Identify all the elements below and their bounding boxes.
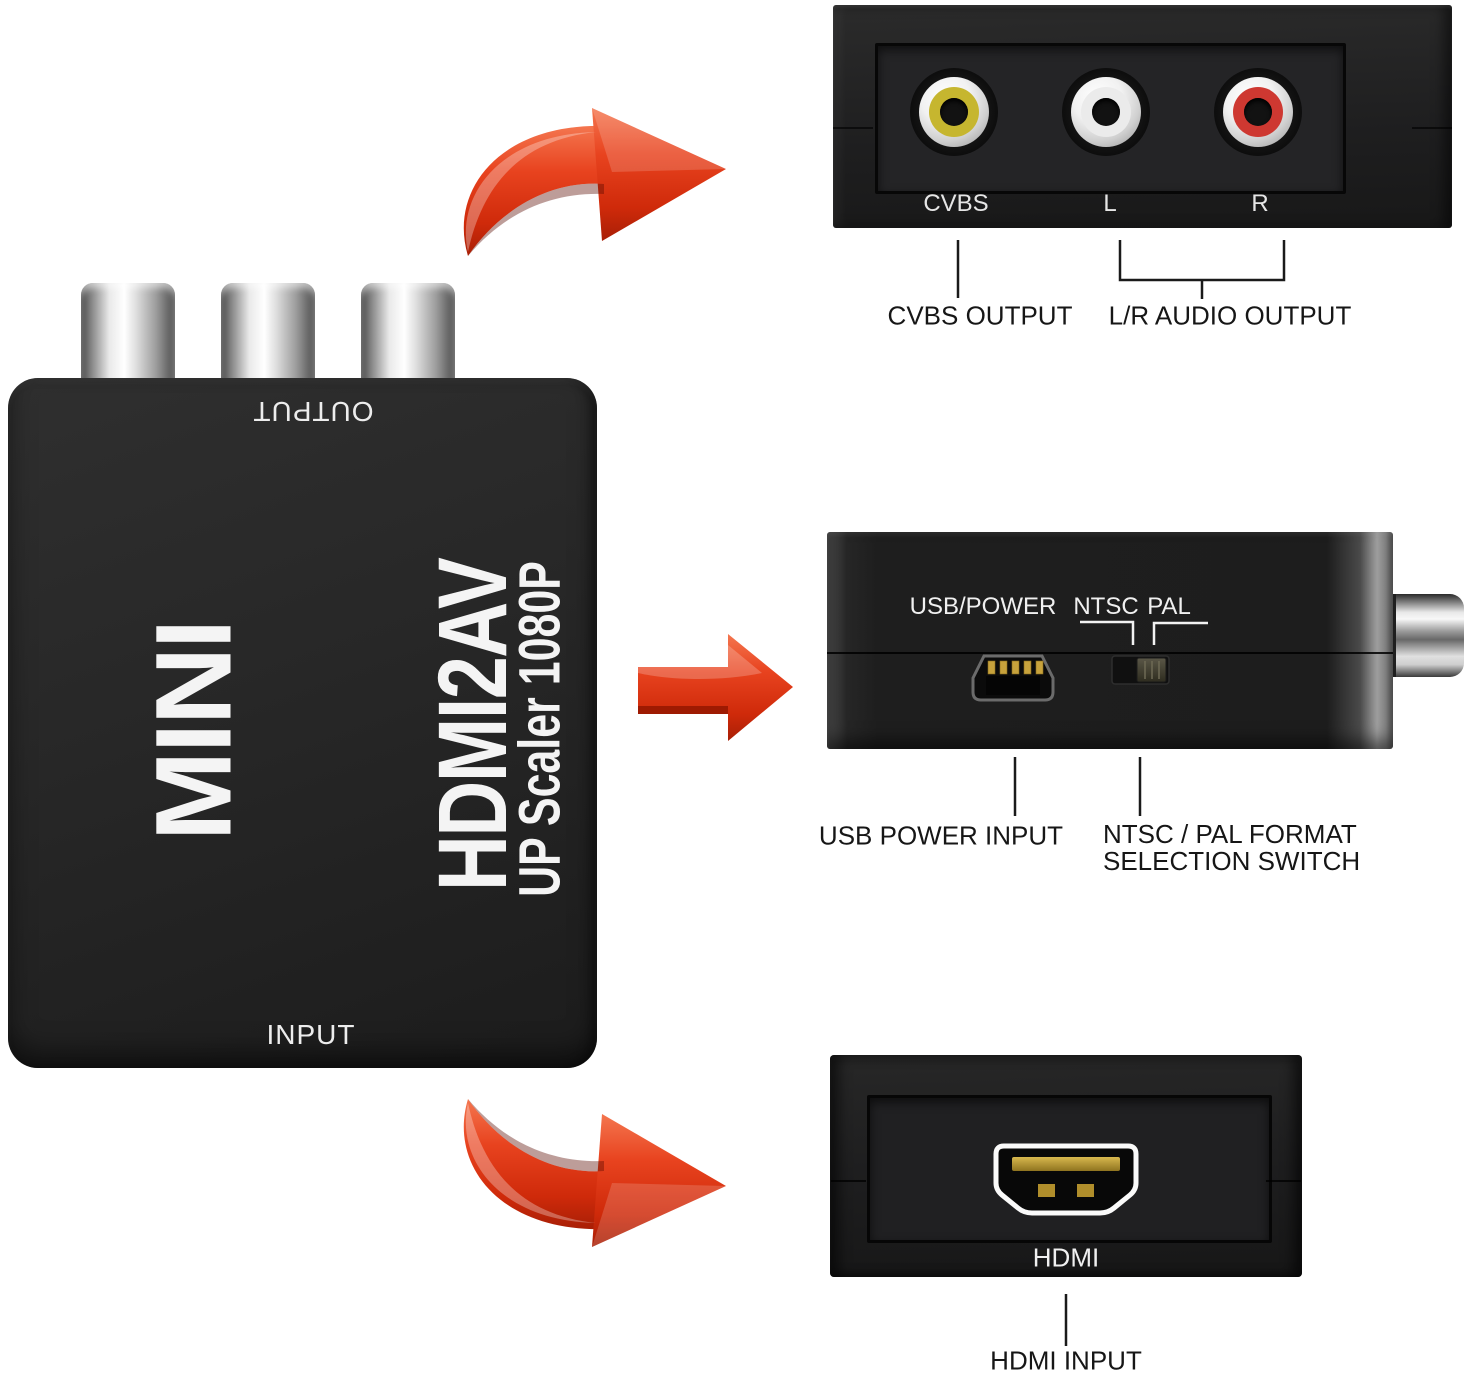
hdmi-port-icon [993, 1143, 1139, 1216]
format-switch-icon [1111, 655, 1170, 685]
callout-ntsc-pal-line1: NTSC / PAL FORMAT [1103, 819, 1357, 849]
rca-jack-hole [1092, 98, 1120, 126]
callout-usb-power-input: USB POWER INPUT [818, 820, 1064, 851]
hdmi-contact-pad [1077, 1184, 1094, 1197]
mini-usb-port-icon [971, 654, 1055, 702]
callout-bracket-lr [1118, 240, 1286, 282]
rca-jack-side-icon [1393, 594, 1464, 677]
rca-jack-white-ring [1081, 87, 1131, 137]
jack-label-cvbs: CVBS [923, 190, 989, 217]
label-usb-power: USB/POWER [909, 593, 1057, 620]
rca-jack-red-ring [1233, 87, 1283, 137]
rca-jack-ring [1071, 77, 1141, 147]
case-seam-line [827, 652, 1393, 654]
rca-jack-yellow-ring [929, 87, 979, 137]
arrow-tail [463, 1099, 608, 1230]
rca-jack-right-audio-icon [1214, 68, 1302, 156]
rca-jack-ring [1223, 77, 1293, 147]
converter-device-front [8, 378, 597, 1068]
callout-lr-audio-output: L/R AUDIO OUTPUT [1108, 300, 1352, 331]
arrow-head-gloss [592, 108, 726, 172]
hdmi-outline [993, 1143, 1139, 1216]
arrow-lip [638, 706, 728, 714]
curved-arrow-bottom-icon [463, 1099, 726, 1247]
rca-jack-hole [1244, 98, 1272, 126]
rca-jack-hole [940, 98, 968, 126]
arrow-gloss [638, 645, 762, 680]
callout-ntsc-pal-line2: SELECTION SWITCH [1103, 846, 1361, 876]
mini-usb-pins [987, 660, 1044, 675]
rca-jack-ring [919, 77, 989, 147]
curved-arrow-top-icon [463, 108, 726, 256]
side-panel [827, 532, 1393, 749]
arrow-body [638, 634, 793, 741]
hdmi-contact-bar [1012, 1157, 1120, 1171]
rca-plug-icon [361, 283, 455, 393]
rca-plug-icon [81, 283, 175, 393]
arrow-head [592, 108, 726, 241]
mini-usb-block [986, 676, 1040, 695]
device-input-label: INPUT [266, 1019, 356, 1050]
label-pal: PAL [1147, 593, 1191, 620]
rca-plug-icon [221, 283, 315, 393]
arrow-shadow [468, 1099, 604, 1172]
arrow-head-gloss [592, 1183, 726, 1247]
arrow-head [592, 1114, 726, 1247]
rca-jack-cvbs-icon [910, 68, 998, 156]
switch-knob-ridges [1144, 661, 1160, 679]
jack-label-l: L [1103, 190, 1117, 217]
jack-label-r: R [1251, 190, 1269, 217]
ntsc-pointer-bracket [1080, 620, 1135, 645]
pal-pointer-bracket [1152, 621, 1208, 645]
callout-ntsc-pal-switch: NTSC / PAL FORMAT SELECTION SWITCH [1103, 821, 1360, 875]
hdmi-port-label: HDMI [1032, 1242, 1100, 1273]
arrow-shadow [468, 183, 604, 256]
hdmi-contact-pad [1038, 1184, 1055, 1197]
arrow-tail [463, 125, 608, 256]
straight-arrow-icon [638, 634, 793, 741]
callout-cvbs-output: CVBS OUTPUT [887, 300, 1073, 331]
label-ntsc: NTSC [1073, 593, 1139, 620]
callout-hdmi-input: HDMI INPUT [990, 1345, 1142, 1376]
input-port-recess [867, 1095, 1272, 1243]
rca-jack-left-audio-icon [1062, 68, 1150, 156]
